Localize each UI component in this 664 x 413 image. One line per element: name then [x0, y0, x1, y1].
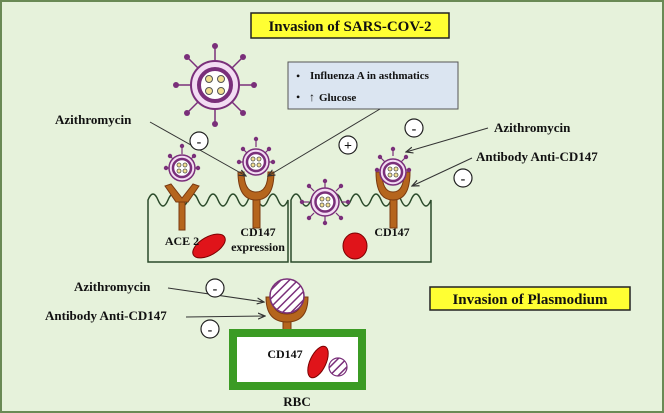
risk-note-box	[287, 61, 459, 110]
arrow-antibody-right	[412, 157, 473, 186]
label-cd147-rbc: CD147	[267, 347, 302, 361]
label-azithromycin-left: Azithromycin	[55, 112, 132, 127]
minus-icon: -	[412, 122, 417, 137]
label-rbc: RBC	[283, 394, 310, 409]
label-azithromycin-right: Azithromycin	[494, 120, 571, 135]
virus-ace2-icon	[163, 143, 201, 182]
inhibit-sign-antibody-right	[453, 168, 473, 188]
inhibit-sign-azithro-left	[189, 131, 209, 151]
label-cd147-right: CD147	[374, 225, 409, 239]
virus-cd147-right-icon	[374, 146, 412, 186]
note-glucose: Glucose	[319, 92, 356, 104]
label-antibody-plasmodium: Antibody Anti-CD147	[45, 308, 167, 323]
minus-icon: -	[197, 135, 202, 150]
label-cd147-expression-2: expression	[231, 240, 285, 254]
minus-icon: -	[461, 172, 466, 187]
minus-icon: -	[208, 323, 213, 338]
arrow-azithromycin-right	[406, 127, 489, 152]
rbc-box	[229, 329, 366, 390]
inhibit-sign-antibody-plasmodium	[200, 319, 220, 339]
merozoite-in-rbc-icon	[328, 357, 348, 377]
promote-sign	[338, 135, 358, 155]
virus-free-right-icon	[299, 178, 351, 226]
minus-icon: -	[213, 282, 218, 297]
label-cd147-expression-1: CD147	[240, 225, 275, 239]
rbc-cell-right-icon	[342, 232, 368, 260]
virus-cd147-left-icon	[236, 136, 276, 176]
inhibit-sign-azithro-right	[404, 118, 424, 138]
note-influenza: Influenza A in asthmatics	[310, 70, 430, 82]
plus-icon: +	[344, 139, 352, 154]
plasmodium-title: Invasion of Plasmodium	[452, 292, 608, 308]
arrow-antibody-plasmodium	[185, 316, 265, 317]
rbc-plasmodium-icon	[307, 345, 329, 379]
inhibit-sign-azithro-plasmodium	[205, 278, 225, 298]
sars-title: Invasion of SARS-COV-2	[268, 19, 431, 35]
free-virus-large-icon	[173, 43, 257, 127]
note-bullet-1: •	[296, 69, 300, 83]
merozoite-icon	[269, 278, 305, 314]
arrow-note-to-cd147	[268, 108, 381, 176]
plasmodium-title-box	[429, 286, 631, 311]
rbc-cell-left-icon	[192, 233, 226, 259]
label-ace2: ACE 2	[165, 234, 199, 248]
up-arrow-icon: ↑	[309, 90, 315, 104]
label-azithromycin-plasmodium: Azithromycin	[74, 279, 151, 294]
sars-title-box	[250, 12, 450, 39]
label-antibody-right: Antibody Anti-CD147	[476, 149, 598, 164]
note-bullet-2: •	[296, 90, 300, 104]
ace2-receptor-icon	[164, 183, 200, 231]
